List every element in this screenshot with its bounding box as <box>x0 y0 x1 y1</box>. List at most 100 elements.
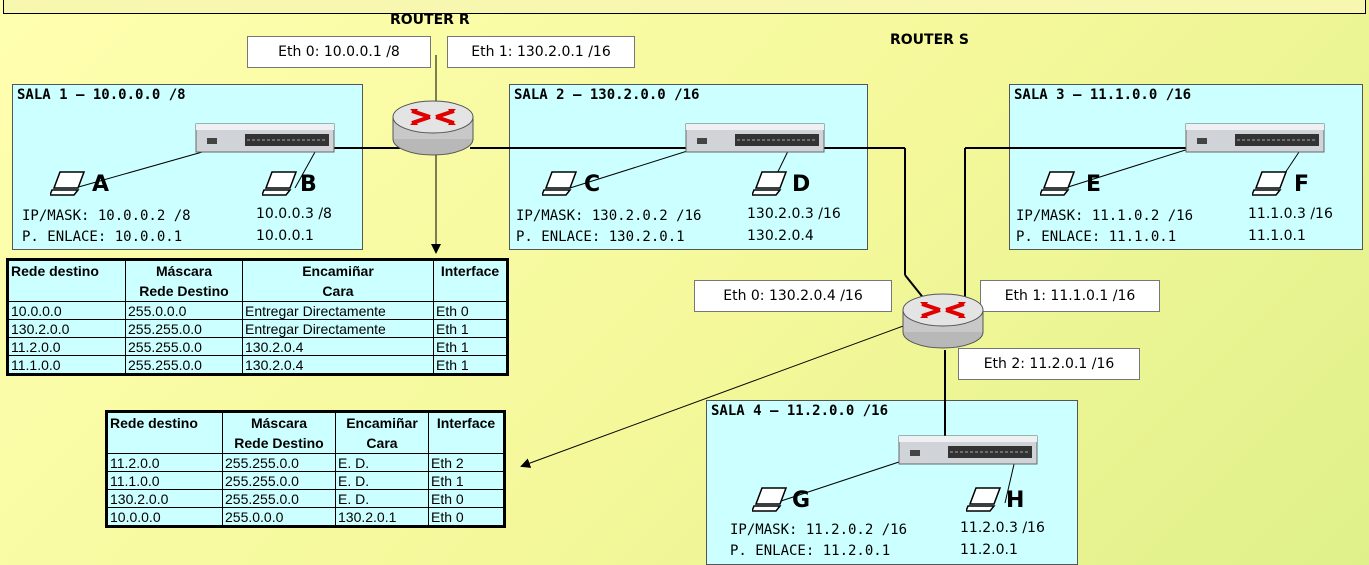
table-cell: 11.1.0.0 <box>106 471 223 490</box>
table-cell: Eth 2 <box>428 453 505 472</box>
table-cell: E. D. <box>335 471 429 490</box>
routing-table-router-r: Rede destino Máscara Encamiñar Interface… <box>6 258 509 376</box>
table-header <box>7 281 126 302</box>
host-a-label: A <box>92 172 110 197</box>
host-h-label: H <box>1006 488 1025 513</box>
table-row: 10.0.0.0 255.0.0.0 130.2.0.1 Eth 0 <box>106 507 505 527</box>
table-header: Rede destino <box>106 411 223 433</box>
laptop-a-icon <box>50 171 86 196</box>
table-cell: E. D. <box>335 489 429 508</box>
table-cell: 255.0.0.0 <box>222 507 336 527</box>
host-f-ip: 11.1.0.3 /16 <box>1248 206 1333 222</box>
table-row: 130.2.0.0 255.255.0.0 Entregar Directame… <box>7 319 508 338</box>
switch-sala-2-icon <box>685 123 825 153</box>
router-r-icon <box>392 100 474 156</box>
table-cell: 255.255.0.0 <box>222 471 336 490</box>
room-sala-3: SALA 3 – 11.1.0.0 /16 <box>1009 84 1363 250</box>
table-cell: 11.1.0.0 <box>7 355 126 375</box>
table-cell: 130.2.0.4 <box>242 337 434 356</box>
switch-sala-3-icon <box>1185 123 1325 153</box>
table-header: Interface <box>428 411 505 433</box>
table-cell: 11.2.0.0 <box>106 453 223 472</box>
table-header: Máscara <box>125 259 243 281</box>
switch-sala-1-icon <box>195 123 335 153</box>
host-b-gateway: 10.0.0.1 <box>256 228 314 244</box>
table-cell: Eth 1 <box>433 319 508 338</box>
top-frame <box>3 0 1366 14</box>
table-cell: 130.2.0.1 <box>335 507 429 527</box>
router-s-eth1-box: Eth 1: 11.1.0.1 /16 <box>980 280 1160 312</box>
table-header <box>433 281 508 302</box>
router-s-icon <box>902 293 984 349</box>
table-row: 11.2.0.0 255.255.0.0 130.2.0.4 Eth 1 <box>7 337 508 356</box>
host-f-gateway: 11.1.0.1 <box>1248 228 1306 244</box>
router-s-eth2-box: Eth 2: 11.2.0.1 /16 <box>958 348 1140 380</box>
laptop-b-icon <box>262 171 298 196</box>
table-row: 11.1.0.0 255.255.0.0 E. D. Eth 1 <box>106 471 505 490</box>
table-row: 11.2.0.0 255.255.0.0 E. D. Eth 2 <box>106 453 505 472</box>
table-cell: Entregar Directamente <box>242 319 434 338</box>
table-header: Interface <box>433 259 508 281</box>
host-d-gateway: 130.2.0.4 <box>747 228 814 244</box>
room-title: SALA 3 – 11.1.0.0 /16 <box>1014 87 1192 103</box>
room-title: SALA 1 – 10.0.0.0 /8 <box>17 87 186 103</box>
routing-table-router-s: Rede destino Máscara Encamiñar Interface… <box>105 410 506 528</box>
table-header: Encamiñar <box>242 259 434 281</box>
room-sala-1: SALA 1 – 10.0.0.0 /8 <box>12 84 363 250</box>
table-cell: Eth 0 <box>428 507 505 527</box>
table-cell: 130.2.0.0 <box>106 489 223 508</box>
table-cell: 255.255.0.0 <box>222 489 336 508</box>
host-b-ip: 10.0.0.3 /8 <box>256 206 332 222</box>
switch-sala-4-icon <box>898 435 1038 465</box>
room-title: SALA 2 – 130.2.0.0 /16 <box>514 87 700 103</box>
host-f-label: F <box>1294 172 1310 197</box>
table-header: Rede Destino <box>222 433 336 454</box>
room-sala-2: SALA 2 – 130.2.0.0 /16 <box>509 84 868 250</box>
table-cell: 130.2.0.4 <box>242 355 434 375</box>
table-header <box>428 433 505 454</box>
table-header: Cara <box>335 433 429 454</box>
table-cell: 255.255.0.0 <box>125 337 243 356</box>
host-c-ip: IP/MASK: 130.2.0.2 /16 <box>516 208 702 224</box>
laptop-c-icon <box>542 171 578 196</box>
host-h-ip: 11.2.0.3 /16 <box>960 520 1045 536</box>
router-r-eth0-box: Eth 0: 10.0.0.1 /8 <box>247 36 431 68</box>
table-cell: Eth 1 <box>433 337 508 356</box>
laptop-e-icon <box>1040 171 1076 196</box>
table-row: 130.2.0.0 255.255.0.0 E. D. Eth 0 <box>106 489 505 508</box>
table-cell: 10.0.0.0 <box>7 301 126 320</box>
table-cell: Eth 1 <box>428 471 505 490</box>
table-cell: Eth 1 <box>433 355 508 375</box>
table-cell: 130.2.0.0 <box>7 319 126 338</box>
table-header: Encamiñar <box>335 411 429 433</box>
host-c-label: C <box>584 172 601 197</box>
table-cell: 255.255.0.0 <box>125 355 243 375</box>
table-header: Rede Destino <box>125 281 243 302</box>
table-cell: 255.255.0.0 <box>125 319 243 338</box>
table-cell: Entregar Directamente <box>242 301 434 320</box>
host-e-gateway: P. ENLACE: 11.1.0.1 <box>1016 229 1177 245</box>
table-cell: 11.2.0.0 <box>7 337 126 356</box>
table-cell: E. D. <box>335 453 429 472</box>
table-cell: 10.0.0.0 <box>106 507 223 527</box>
host-d-ip: 130.2.0.3 /16 <box>747 206 841 222</box>
laptop-g-icon <box>752 487 788 512</box>
table-header: Máscara <box>222 411 336 433</box>
host-b-label: B <box>300 172 317 197</box>
table-header: Rede destino <box>7 259 126 281</box>
host-a-ip: IP/MASK: 10.0.0.2 /8 <box>22 208 191 224</box>
table-row: 11.1.0.0 255.255.0.0 130.2.0.4 Eth 1 <box>7 355 508 375</box>
table-row: 10.0.0.0 255.0.0.0 Entregar Directamente… <box>7 301 508 320</box>
router-s-eth0-box: Eth 0: 130.2.0.4 /16 <box>694 280 892 312</box>
laptop-f-icon <box>1252 171 1288 196</box>
room-title: SALA 4 – 11.2.0.0 /16 <box>711 403 889 419</box>
host-d-label: D <box>792 172 811 197</box>
host-a-gateway: P. ENLACE: 10.0.0.1 <box>22 229 183 245</box>
table-cell: 255.255.0.0 <box>222 453 336 472</box>
laptop-h-icon <box>966 487 1002 512</box>
router-r-eth1-box: Eth 1: 130.2.0.1 /16 <box>447 36 635 68</box>
host-g-gateway: P. ENLACE: 11.2.0.1 <box>730 543 891 559</box>
table-cell: Eth 0 <box>428 489 505 508</box>
router-r-label: ROUTER R <box>390 12 470 28</box>
host-e-label: E <box>1086 172 1102 197</box>
